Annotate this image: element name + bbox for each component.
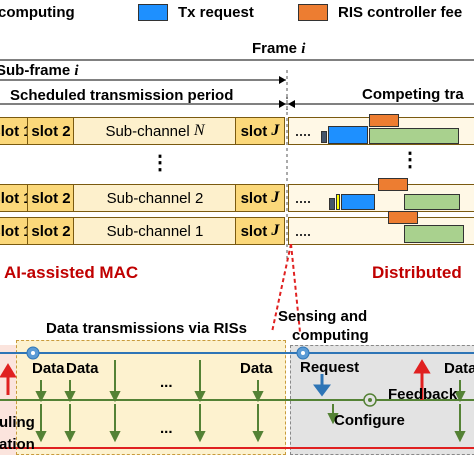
period-boundary-dash (286, 70, 288, 260)
row-2-request-block (336, 194, 340, 210)
row-1-slot-1: slot 1 (0, 217, 32, 245)
row-ellipsis: ⋮ (150, 152, 170, 174)
row-n-dots (296, 134, 310, 138)
data-label-1: Data (32, 360, 65, 377)
legend-tx-request: Tx request (178, 4, 254, 21)
ai-mac-label: AI-assisted MAC (4, 263, 139, 282)
legend-computing: computing (0, 4, 75, 21)
row-2-slot-j: slot J (235, 184, 285, 212)
left-label-1: uling (0, 414, 35, 431)
legend-ris-feedback: RIS controller fee (338, 4, 463, 21)
data-label-3: Data (240, 360, 273, 377)
row-1-dots (296, 234, 310, 238)
bottom-timeline (0, 346, 474, 449)
row-2-slot-2: slot 2 (27, 184, 75, 212)
configure-label: Configure (334, 412, 405, 429)
data-tx-label: Data transmissions via RISs (46, 320, 247, 337)
row-n-sense-block (321, 131, 327, 143)
row-n-subchannel: Sub-channel N (73, 117, 237, 145)
row-2-dots (296, 201, 310, 205)
row-2-subchannel: Sub-channel 2 (73, 184, 237, 212)
subframe-var: i (74, 63, 79, 79)
row-2-green-block (404, 194, 460, 210)
data-tx-panel (16, 340, 286, 455)
row-1-slotj-var: J (271, 222, 280, 239)
row-n-channel-var: N (193, 122, 205, 139)
row-2-slotj-label: slot (240, 189, 268, 207)
scheduled-period-label: Scheduled transmission period (10, 87, 234, 104)
frame-arrow (0, 59, 474, 61)
frame-var: i (301, 41, 306, 57)
request-label: Request (300, 359, 360, 376)
sensing-label: Sensing and (278, 308, 368, 325)
row-n-channel-label: Sub-channel (105, 122, 190, 140)
row-2-sense-block (329, 198, 335, 210)
ris-feedback-swatch (298, 4, 328, 21)
sensing-computing-label: computing (292, 327, 369, 344)
competing-period-label: Competing tra (362, 86, 464, 103)
row-ellipsis-right: ⋮ (400, 149, 420, 171)
subframe-arrow (0, 76, 286, 84)
data-label-4: Data (444, 360, 474, 377)
row-n-slot-2: slot 2 (27, 117, 75, 145)
row-1-subchannel: Sub-channel 1 (73, 217, 237, 245)
ellipsis-label-1: ... (160, 374, 173, 391)
row-n-feedback-block (369, 114, 399, 127)
subframe-label: Sub-frame i (0, 62, 79, 79)
row-2-blue-block (341, 194, 375, 210)
row-n-request-block (328, 126, 368, 144)
row-n-slot-j: slot J (235, 117, 285, 145)
left-label-2: ation (0, 436, 35, 453)
row-n-green-block (369, 128, 459, 144)
row-2-slot-1: slot 1 (0, 184, 32, 212)
row-1-feedback-block (388, 211, 418, 224)
period-arrows (0, 96, 474, 110)
data-label-2: Data (66, 360, 99, 377)
row-1-slot-j: slot J (235, 217, 285, 245)
frame-label: Frame i (252, 40, 306, 57)
zoom-lines (271, 244, 301, 333)
row-n-slotj-var: J (271, 122, 280, 139)
row-1-slotj-label: slot (240, 222, 268, 240)
feedback-label: Feedback (388, 386, 458, 403)
row-1-slot-2: slot 2 (27, 217, 75, 245)
row-2-feedback-block (378, 178, 408, 191)
distributed-label: Distributed (372, 263, 462, 282)
row-1-green-block (404, 225, 464, 243)
ellipsis-label-2: ... (160, 420, 173, 437)
tx-request-swatch (138, 4, 168, 21)
row-n-slot-1: slot 1 (0, 117, 32, 145)
row-n-slotj-label: slot (240, 122, 268, 140)
row-2-slotj-var: J (271, 189, 280, 206)
